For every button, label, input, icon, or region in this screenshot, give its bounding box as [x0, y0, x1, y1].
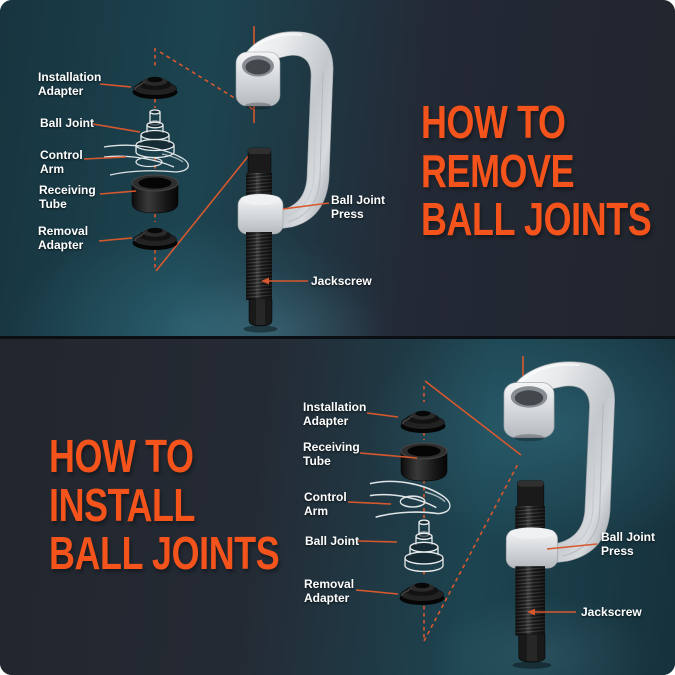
control-arm-part — [369, 480, 451, 518]
jackscrew-arrow — [527, 608, 535, 616]
install-leader-lines — [347, 412, 598, 613]
ball-joint-part — [404, 519, 444, 573]
label-removal-adapter: Removal Adapter — [38, 224, 89, 252]
remove-leader-lines — [83, 83, 330, 282]
label-control-arm: Control Arm — [304, 490, 347, 518]
label-ball-joint-press: Ball Joint Press — [601, 530, 656, 558]
install-panel-art — [347, 356, 616, 670]
label-jackscrew: Jackscrew — [311, 274, 372, 288]
panel-divider — [0, 336, 675, 339]
install-heading-line-1: HOW TO — [49, 430, 194, 482]
remove-panel-art — [83, 26, 335, 334]
jackscrew-arrow — [261, 277, 269, 285]
label-installation-adapter: Installation Adapter — [38, 70, 102, 98]
label-ball-joint-press: Ball Joint Press — [331, 193, 386, 221]
remove-heading: HOW TO REMOVE BALL JOINTS — [421, 98, 675, 244]
receiving-tube-part — [400, 442, 448, 482]
label-ball-joint: Ball Joint — [40, 116, 95, 130]
remove-heading-line-1: HOW TO — [421, 96, 566, 148]
label-receiving-tube: Receiving Tube — [303, 440, 360, 468]
ball-joint-part — [135, 109, 175, 159]
label-receiving-tube: Receiving Tube — [39, 183, 96, 211]
installation-adapter-part — [132, 76, 178, 100]
install-heading-line-3: BALL JOINTS — [49, 527, 280, 579]
install-heading: HOW TO INSTALL BALL JOINTS — [49, 432, 344, 578]
installation-adapter-part — [400, 410, 446, 434]
label-ball-joint: Ball Joint — [305, 534, 360, 548]
receiving-tube-part — [131, 174, 179, 214]
removal-adapter-part — [132, 227, 178, 251]
label-control-arm: Control Arm — [40, 148, 83, 176]
label-jackscrew: Jackscrew — [581, 605, 642, 619]
remove-panel-background — [0, 0, 675, 337]
ball-joint-press-tool — [502, 360, 616, 670]
remove-heading-line-2: REMOVE — [421, 144, 575, 197]
label-removal-adapter: Removal Adapter — [304, 577, 355, 605]
remove-exploded-stack — [103, 76, 189, 251]
remove-heading-line-3: BALL JOINTS — [421, 193, 652, 245]
install-panel-background — [0, 337, 675, 675]
label-installation-adapter: Installation Adapter — [303, 400, 367, 428]
removal-adapter-part — [399, 582, 445, 606]
install-exploded-stack — [369, 410, 451, 606]
install-guide-lines — [423, 356, 524, 642]
install-heading-line-2: INSTALL — [49, 478, 196, 531]
